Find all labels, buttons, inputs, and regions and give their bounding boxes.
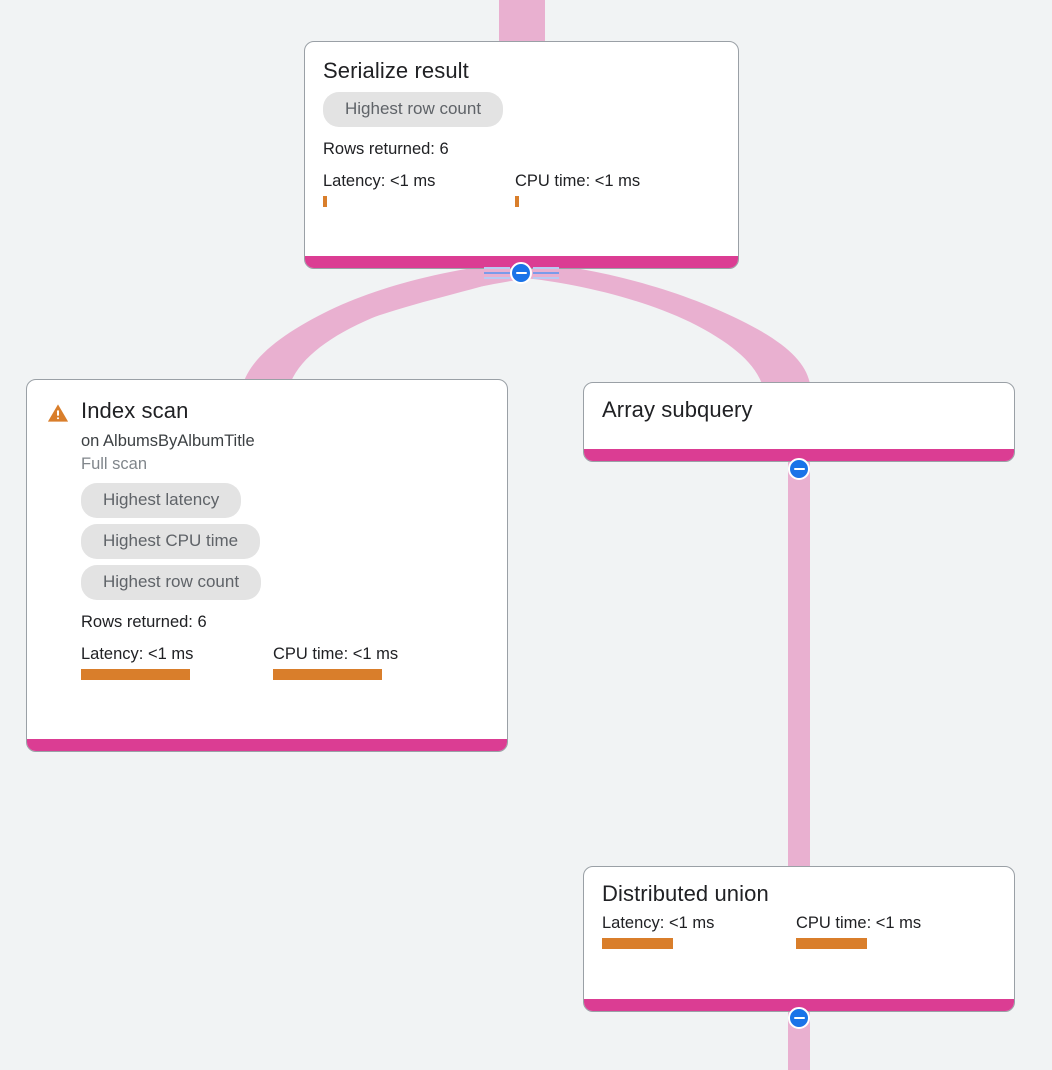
chip-highest-latency: Highest latency	[81, 483, 242, 518]
collapse-serialize-result-button[interactable]	[510, 262, 532, 284]
metric-cpu-time-bar	[273, 669, 382, 680]
node-metrics: Latency: <1 ms CPU time: <1 ms	[602, 913, 996, 949]
metric-cpu-time: CPU time: <1 ms	[273, 644, 398, 680]
node-body: Distributed union Latency: <1 ms CPU tim…	[584, 867, 1014, 949]
node-title: Serialize result	[323, 58, 469, 83]
metric-cpu-time-label: CPU time: <1 ms	[273, 645, 399, 663]
node-array-subquery[interactable]: Array subquery	[583, 382, 1015, 462]
node-subtitle: on AlbumsByAlbumTitle	[81, 432, 255, 450]
node-subtitle-secondary: Full scan	[81, 455, 148, 473]
stack-line	[484, 277, 510, 279]
stack-line	[484, 272, 510, 274]
stack-line	[484, 267, 510, 269]
node-distributed-union[interactable]: Distributed union Latency: <1 ms CPU tim…	[583, 866, 1015, 1012]
metric-cpu-time-label: CPU time: <1 ms	[796, 914, 922, 932]
node-accent-bar	[584, 999, 1014, 1011]
metric-cpu-time-label: CPU time: <1 ms	[515, 172, 641, 190]
metric-latency-label: Latency: <1 ms	[323, 172, 436, 190]
minus-icon	[793, 1016, 805, 1020]
stacked-children-lines-left	[484, 267, 510, 279]
node-title: Array subquery	[602, 397, 753, 422]
node-body: Array subquery	[584, 383, 1014, 423]
warning-icon	[47, 404, 69, 422]
minus-icon	[793, 467, 805, 471]
metric-latency-bar	[323, 196, 327, 207]
rows-returned: Rows returned: 6	[81, 613, 207, 631]
node-accent-bar	[584, 449, 1014, 461]
metric-cpu-time: CPU time: <1 ms	[796, 913, 921, 949]
collapse-array-subquery-button[interactable]	[788, 458, 810, 480]
node-serialize-result[interactable]: Serialize result Highest row count Rows …	[304, 41, 739, 269]
edge-into-serialize-result	[499, 0, 545, 45]
collapse-distributed-union-button[interactable]	[788, 1007, 810, 1029]
stacked-children-lines-right	[533, 267, 559, 279]
chip-highest-row-count: Highest row count	[323, 92, 504, 127]
metric-cpu-time-bar	[515, 196, 519, 207]
node-body: Index scan on AlbumsByAlbumTitle Full sc…	[27, 380, 507, 690]
stack-line	[533, 272, 559, 274]
node-index-scan[interactable]: Index scan on AlbumsByAlbumTitle Full sc…	[26, 379, 508, 752]
node-chips: Highest latency Highest CPU time Highest…	[81, 483, 489, 606]
metric-cpu-time-bar	[796, 938, 867, 949]
metric-latency: Latency: <1 ms	[602, 913, 796, 949]
node-metrics: Latency: <1 ms CPU time: <1 ms	[81, 644, 489, 680]
chip-highest-cpu-time: Highest CPU time	[81, 524, 261, 559]
stack-line	[533, 277, 559, 279]
node-metrics: Latency: <1 ms CPU time: <1 ms	[323, 171, 720, 207]
node-title: Index scan	[81, 398, 189, 423]
metric-latency-bar	[81, 669, 190, 680]
metric-latency-label: Latency: <1 ms	[81, 645, 194, 663]
chip-highest-row-count: Highest row count	[81, 565, 262, 600]
node-title-row: Array subquery	[602, 397, 996, 423]
node-body: Serialize result Highest row count Rows …	[305, 42, 738, 217]
node-title-row: Index scan	[47, 398, 489, 424]
minus-icon	[515, 271, 527, 275]
stack-line	[533, 267, 559, 269]
node-title-row: Distributed union	[602, 881, 996, 907]
rows-returned: Rows returned: 6	[323, 140, 449, 158]
metric-cpu-time: CPU time: <1 ms	[515, 171, 640, 207]
metric-latency-bar	[602, 938, 673, 949]
edge-serialize-to-array-subquery	[524, 262, 810, 384]
node-title: Distributed union	[602, 881, 769, 906]
edge-serialize-to-index-scan-band	[243, 262, 530, 384]
metric-latency: Latency: <1 ms	[323, 171, 515, 207]
metric-latency-label: Latency: <1 ms	[602, 914, 715, 932]
node-title-row: Serialize result	[323, 58, 720, 84]
node-accent-bar	[27, 739, 507, 751]
node-chips: Highest row count	[323, 92, 720, 133]
metric-latency: Latency: <1 ms	[81, 644, 273, 680]
node-detail-block: on AlbumsByAlbumTitle Full scan Highest …	[81, 430, 489, 680]
edge-array-subquery-to-distributed-union	[788, 462, 810, 870]
